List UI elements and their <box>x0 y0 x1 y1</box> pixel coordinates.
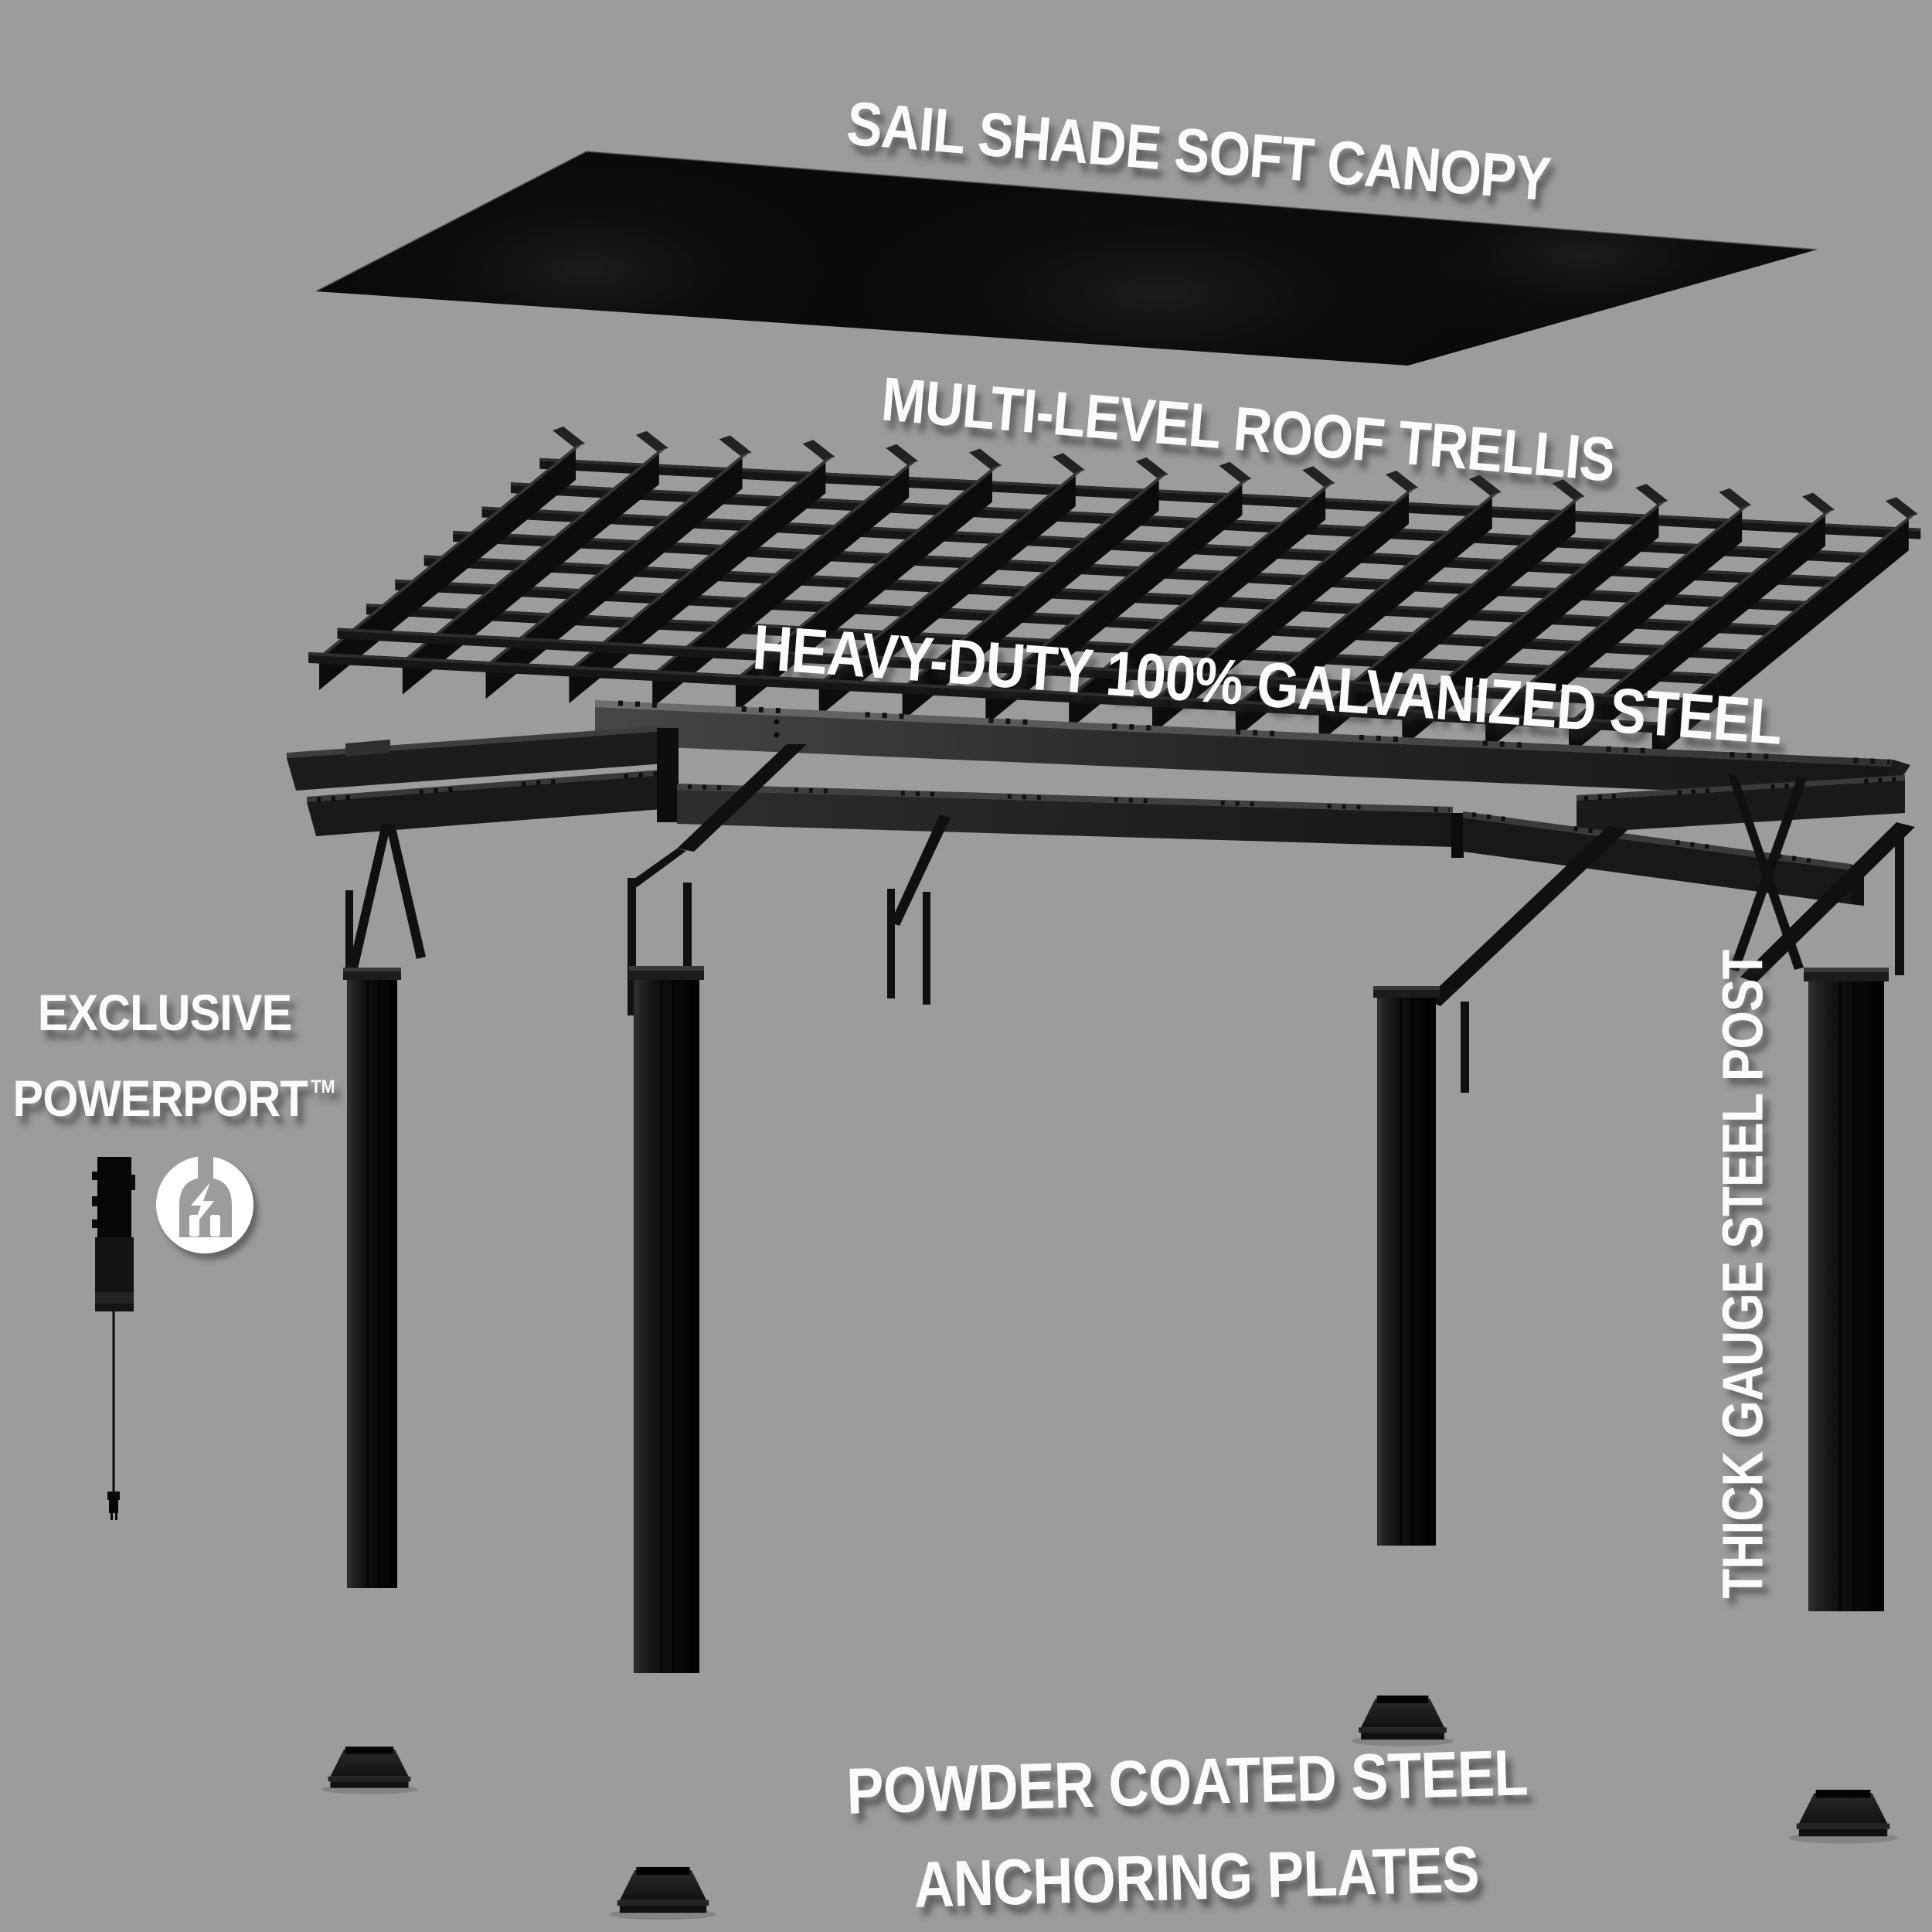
steel-post-back-left <box>343 968 401 1588</box>
power-plug-icon <box>156 1151 253 1253</box>
anchoring-plates-label-line2: ANCHORING PLATES <box>913 1832 1480 1921</box>
steel-post-label: THICK GAUGE STEEL POST <box>1710 950 1775 1599</box>
powerport-label-line1: EXCLUSIVE <box>37 984 292 1041</box>
steel-post-back-right <box>1373 986 1440 1546</box>
steel-post-front-left <box>629 966 704 1673</box>
canopy-fabric <box>315 150 1818 366</box>
front-beam <box>677 784 1453 847</box>
anchor-plate-front-right <box>1788 1789 1898 1844</box>
anchor-plate-front-left <box>609 1866 717 1920</box>
steel-frame <box>287 700 1915 1093</box>
steel-post-front-right <box>1804 968 1889 1611</box>
anchor-plate-back-left <box>321 1747 418 1794</box>
powerport-tm: TM <box>311 1077 335 1097</box>
left-rafters <box>287 726 679 836</box>
roof-trellis <box>308 427 1921 761</box>
powerport-label-text: POWERPORT <box>12 1070 308 1127</box>
powerport-device <box>92 1157 135 1520</box>
